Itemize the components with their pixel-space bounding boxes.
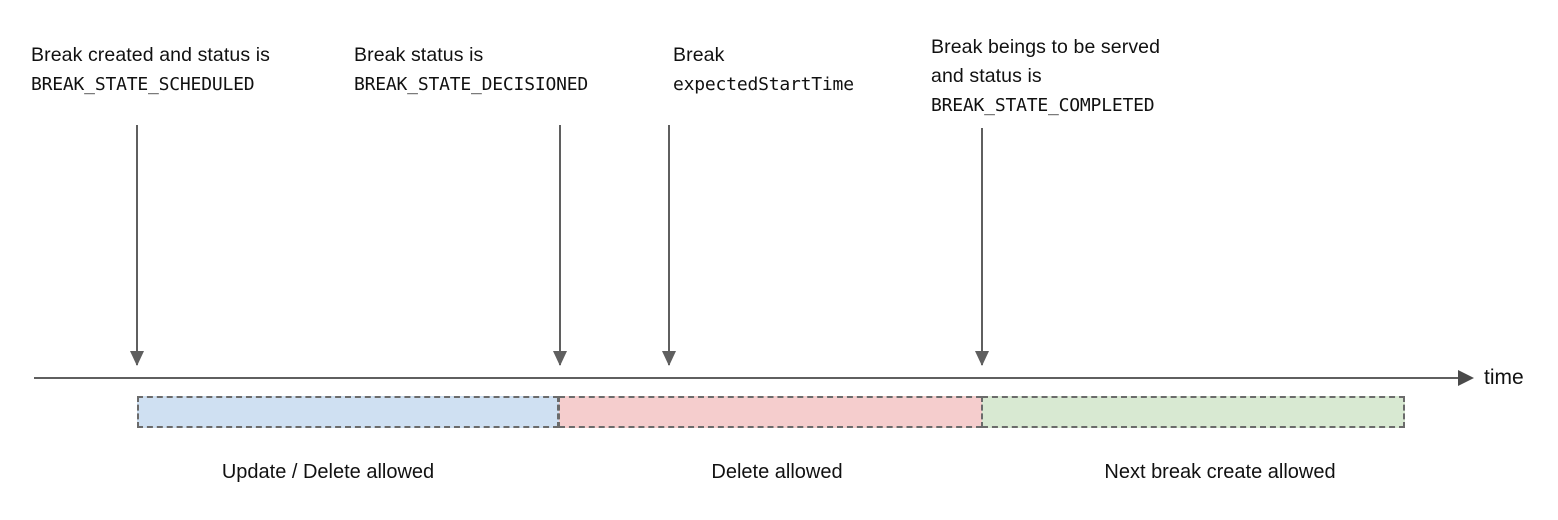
phase-caption-update-delete: Update / Delete allowed (221, 461, 435, 483)
phase-divider-2 (981, 396, 983, 428)
phase-bar-update-delete (137, 396, 559, 428)
phase-caption-delete-only: Delete allowed (711, 461, 843, 483)
connector-arrow-scheduled (129, 125, 145, 366)
annotation-expected-start-code: expectedStartTime (673, 74, 854, 95)
annotation-scheduled: Break created and status is BREAK_STATE_… (31, 41, 270, 99)
annotation-expected-start-prose: Break (673, 44, 725, 66)
connector-stem (668, 125, 670, 365)
phase-bar-delete-only (559, 396, 982, 428)
time-axis-label: time (1484, 366, 1524, 389)
arrow-down-icon (553, 351, 567, 366)
connector-stem (559, 125, 561, 365)
connector-arrow-decisioned (552, 125, 568, 366)
annotation-decisioned-prose: Break status is (354, 44, 484, 66)
annotation-scheduled-code: BREAK_STATE_SCHEDULED (31, 74, 255, 95)
arrow-down-icon (975, 351, 989, 366)
phase-caption-next-break: Next break create allowed (1104, 461, 1336, 483)
annotation-completed-prose-line1: Break beings to be served (931, 36, 1161, 58)
arrow-down-icon (662, 351, 676, 366)
annotation-expected-start: Break expectedStartTime (673, 41, 854, 99)
arrow-down-icon (130, 351, 144, 366)
connector-stem (981, 128, 983, 365)
annotation-decisioned: Break status is BREAK_STATE_DECISIONED (354, 41, 588, 99)
phase-bar-next-break (982, 396, 1405, 428)
connector-stem (136, 125, 138, 365)
connector-arrow-expected-start (661, 125, 677, 366)
time-axis-line (34, 377, 1468, 379)
phase-divider-1 (558, 396, 560, 428)
annotation-decisioned-code: BREAK_STATE_DECISIONED (354, 74, 589, 95)
annotation-completed-prose-line2: and status is (931, 65, 1042, 87)
connector-arrow-completed (974, 128, 990, 366)
annotation-scheduled-prose: Break created and status is (31, 44, 270, 66)
annotation-completed-code: BREAK_STATE_COMPLETED (931, 95, 1155, 116)
arrow-right-icon (1458, 370, 1474, 386)
annotation-completed: Break beings to be served and status is … (931, 33, 1160, 120)
